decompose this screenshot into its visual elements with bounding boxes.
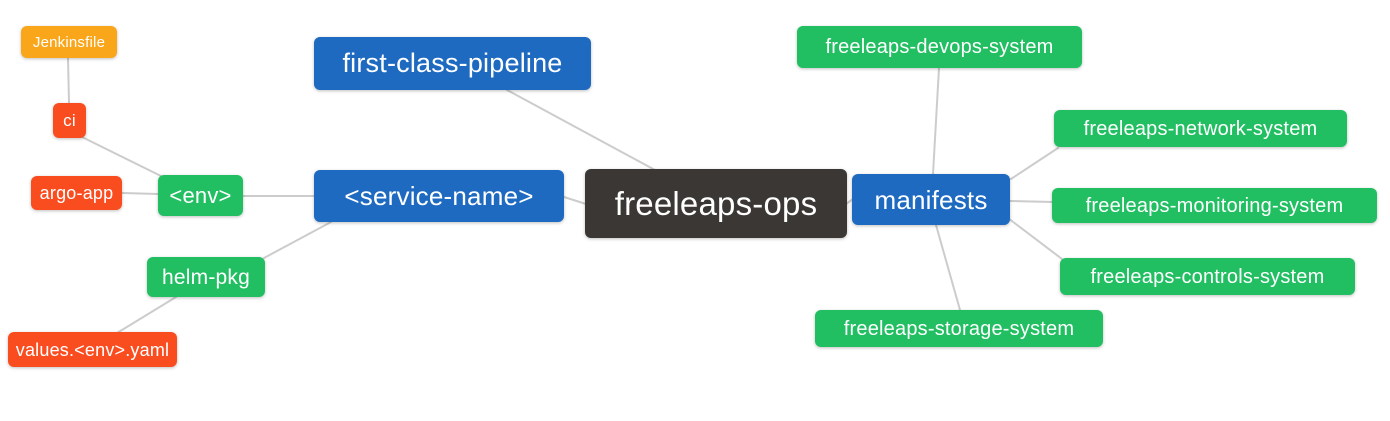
node-freeleaps-storage-system[interactable]: freeleaps-storage-system — [815, 310, 1103, 347]
node-freeleaps-monitoring-system[interactable]: freeleaps-monitoring-system — [1052, 188, 1377, 223]
node-freeleaps-ops[interactable]: freeleaps-ops — [585, 169, 847, 238]
node-helm-pkg[interactable]: helm-pkg — [147, 257, 265, 297]
node-first-class-pipeline[interactable]: first-class-pipeline — [314, 37, 591, 90]
node-jenkinsfile[interactable]: Jenkinsfile — [21, 26, 117, 58]
node-service-name[interactable]: <service-name> — [314, 170, 564, 222]
edge-pipeline-freeleaps-ops — [506, 89, 656, 171]
edge-manifests-devops-system — [932, 67, 940, 175]
node-freeleaps-controls-system[interactable]: freeleaps-controls-system — [1060, 258, 1355, 295]
edge-jenkinsfile-ci — [67, 57, 70, 104]
edge-argo-app-env — [121, 192, 159, 195]
edge-manifests-network-system — [1010, 147, 1059, 180]
edge-service-name-freeleaps-ops — [563, 196, 587, 205]
edge-manifests-monitoring-system — [1009, 200, 1054, 203]
edge-manifests-storage-system — [935, 224, 961, 311]
node-env[interactable]: <env> — [158, 175, 243, 216]
node-freeleaps-network-system[interactable]: freeleaps-network-system — [1054, 110, 1347, 147]
node-argo-app[interactable]: argo-app — [31, 176, 122, 210]
edge-manifests-controls-system — [1007, 217, 1063, 260]
edge-helm-pkg-service-name — [263, 221, 332, 259]
node-manifests[interactable]: manifests — [852, 174, 1010, 225]
node-freeleaps-devops-system[interactable]: freeleaps-devops-system — [797, 26, 1082, 68]
edge-ci-env — [79, 135, 164, 178]
node-ci[interactable]: ci — [53, 103, 86, 138]
edge-values-helm-pkg — [116, 296, 177, 334]
node-values-env-yaml[interactable]: values.<env>.yaml — [8, 332, 177, 367]
